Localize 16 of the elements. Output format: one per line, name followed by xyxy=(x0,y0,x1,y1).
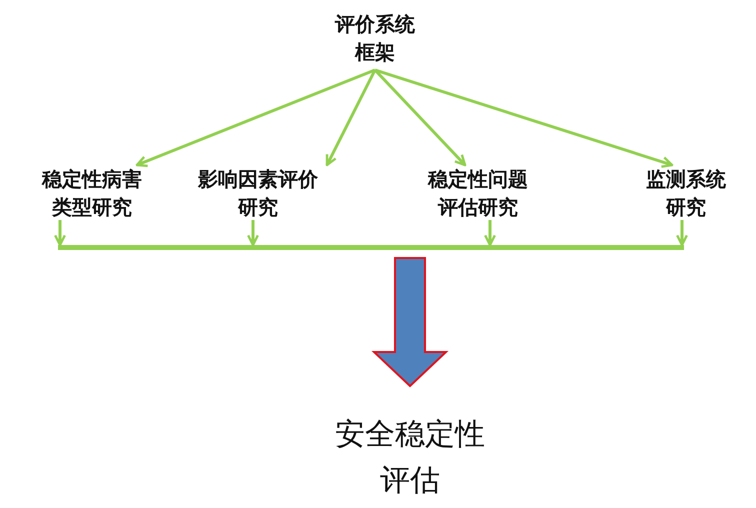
arrow xyxy=(326,69,376,166)
node-label: 稳定性问题评估研究 xyxy=(423,165,533,221)
arrow xyxy=(136,68,376,168)
arrow xyxy=(54,220,66,246)
block-arrow xyxy=(371,257,449,388)
node-label: 稳定性病害类型研究 xyxy=(37,165,147,221)
arrow xyxy=(484,220,496,246)
node-label: 影响因素评价研究 xyxy=(193,165,323,221)
arrow xyxy=(676,220,688,246)
arrow xyxy=(247,220,259,246)
connector-bar xyxy=(58,245,684,250)
arrow xyxy=(374,68,674,168)
node-label: 安全稳定性评估 xyxy=(330,386,490,504)
node-label: 评价系统框架 xyxy=(330,10,420,66)
node-label: 监测系统研究 xyxy=(641,165,731,221)
arrow xyxy=(374,68,466,166)
